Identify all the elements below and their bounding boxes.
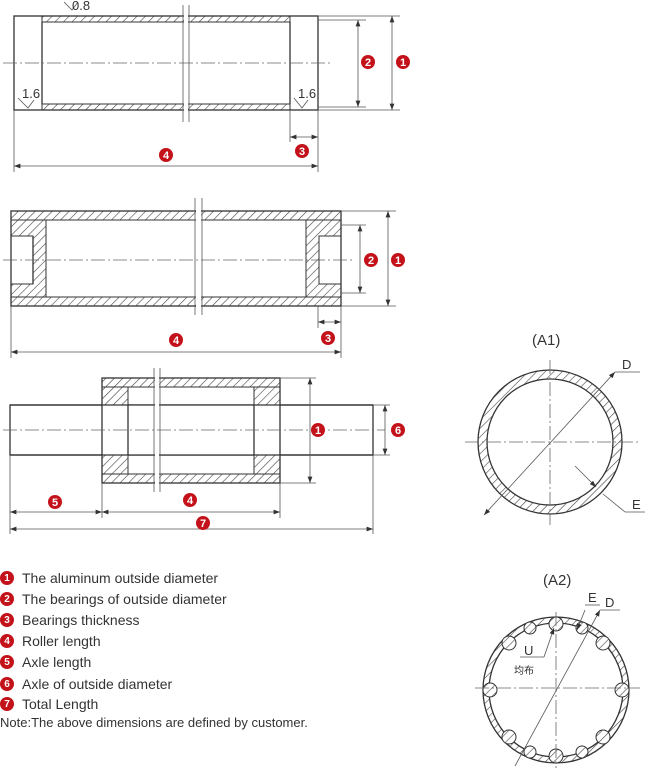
drawing-roller-with-axle xyxy=(3,368,390,534)
svg-text:7: 7 xyxy=(200,518,206,530)
a1-d-label: D xyxy=(622,357,631,372)
badge-1-d2: 1 xyxy=(391,253,405,267)
svg-text:5: 5 xyxy=(52,497,58,509)
badge-4-d1: 4 xyxy=(159,148,173,162)
a2-u-note: 均布 xyxy=(514,665,534,677)
svg-text:1: 1 xyxy=(315,425,321,437)
badge-2-d2: 2 xyxy=(364,253,378,267)
a2-u-label: U xyxy=(524,643,533,658)
svg-text:6: 6 xyxy=(395,425,401,437)
svg-text:4: 4 xyxy=(173,335,180,347)
svg-text:4: 4 xyxy=(163,150,170,162)
svg-text:4: 4 xyxy=(187,495,194,507)
badge-1-d3: 1 xyxy=(311,423,325,437)
drawing-roller-tube: 0.8 1.6 1.6 xyxy=(3,0,400,172)
badge-3-d1: 3 xyxy=(295,144,309,158)
badge-2-d1: 2 xyxy=(361,55,375,69)
roughness-right-label: 1.6 xyxy=(298,86,316,101)
svg-text:3: 3 xyxy=(325,333,331,345)
dimensions-note: Note:The above dimensions are defined by… xyxy=(0,715,308,730)
svg-text:3: 3 xyxy=(299,146,305,158)
svg-text:2: 2 xyxy=(368,255,374,267)
badge-4-d3: 4 xyxy=(183,493,197,507)
roughness-left-label: 1.6 xyxy=(22,86,40,101)
section-a1: (A1) D E xyxy=(465,332,645,525)
svg-text:2: 2 xyxy=(365,57,371,69)
roughness-top-label: 0.8 xyxy=(72,0,90,13)
section-a2: (A2) D E U 均布 xyxy=(475,572,640,768)
svg-text:1: 1 xyxy=(395,255,401,267)
badge-6-d3: 6 xyxy=(391,423,405,437)
badge-5-d3: 5 xyxy=(48,495,62,509)
badge-4-d2: 4 xyxy=(169,333,183,347)
drawing-roller-with-bearings xyxy=(3,198,396,358)
section-a1-title: (A1) xyxy=(532,332,560,349)
badge-1-d1: 1 xyxy=(396,55,410,69)
section-a2-title: (A2) xyxy=(543,572,571,589)
a2-e-label: E xyxy=(588,590,597,605)
a1-e-label: E xyxy=(632,497,641,512)
a2-d-label: D xyxy=(605,595,614,610)
svg-text:1: 1 xyxy=(400,57,406,69)
badge-7-d3: 7 xyxy=(196,516,210,530)
badge-3-d2: 3 xyxy=(321,331,335,345)
